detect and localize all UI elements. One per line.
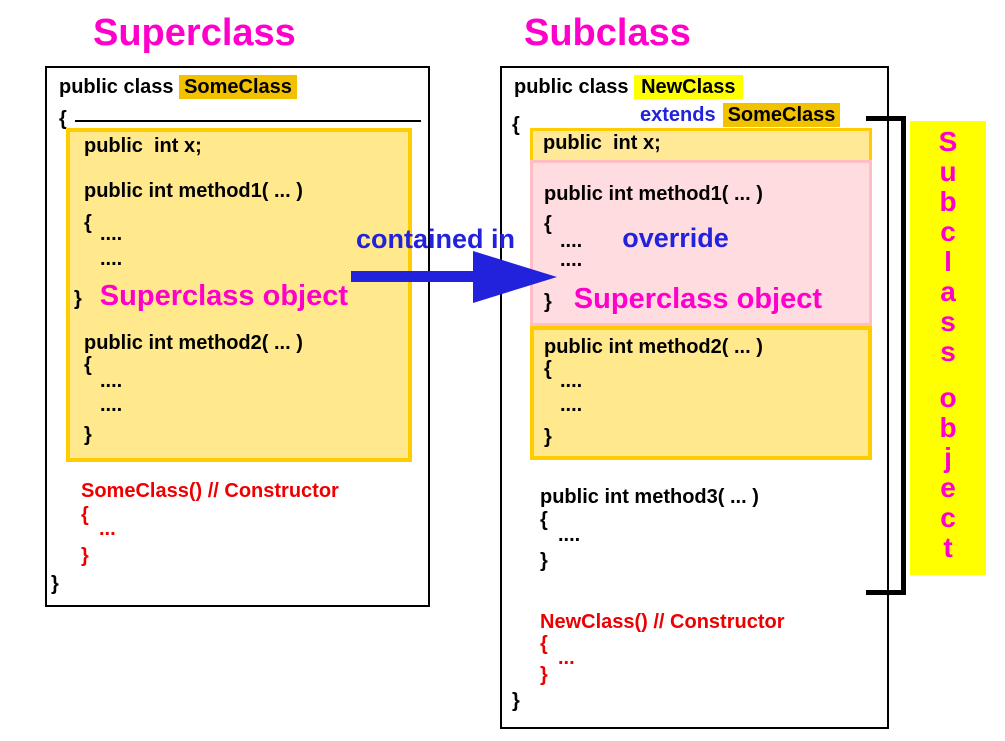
arrow-right-icon <box>473 251 557 303</box>
constructor-open-brace: { <box>81 504 89 526</box>
banner-letter: b <box>939 186 957 217</box>
newclass-name-highlight: NewClass <box>634 75 743 99</box>
inherited-field-strip: public int x; <box>530 128 872 160</box>
extends-keyword: extends <box>640 104 716 126</box>
subclass-open-brace: { <box>512 114 520 136</box>
banner-letter: s <box>940 306 956 337</box>
contained-in-label: contained in <box>356 224 516 254</box>
method1-body-dots: .... <box>560 249 583 271</box>
banner-letter: s <box>940 336 956 367</box>
banner-letter: e <box>940 472 956 503</box>
method2-signature: public int method2( ... ) <box>544 336 763 358</box>
arrow-shaft <box>351 271 475 282</box>
method1-signature: public int method1( ... ) <box>84 180 303 202</box>
extends-someclass-highlight: SomeClass <box>722 103 841 127</box>
banner-letter: S <box>938 126 958 157</box>
method2-open-brace: { <box>544 358 552 380</box>
class-keyword: public class <box>59 76 180 98</box>
subclass-object-banner: S u b c l a s s o b j e c t <box>910 121 986 575</box>
method2-signature: public int method2( ... ) <box>84 332 303 354</box>
subclass-constructor-signature: NewClass() // Constructor <box>540 611 785 633</box>
bracket-bottom-segment <box>866 590 906 595</box>
superclass-constructor-signature: SomeClass() // Constructor <box>81 480 339 502</box>
superclass-title: Superclass <box>93 12 296 54</box>
banner-letter: c <box>940 502 956 533</box>
superclass-panel: public class SomeClass { public int x; p… <box>45 66 430 607</box>
superclass-open-brace: { <box>59 108 67 130</box>
constructor-open-brace: { <box>540 633 548 655</box>
banner-letter: a <box>940 276 956 307</box>
method1-open-brace: { <box>544 213 552 235</box>
bracket-top-segment <box>866 116 906 121</box>
separator-line <box>75 120 421 122</box>
banner-letter: l <box>944 246 952 277</box>
superclass-close-brace: } <box>51 573 59 595</box>
banner-letter: t <box>943 532 953 563</box>
subclass-close-brace: } <box>512 690 520 712</box>
constructor-close-brace: } <box>81 545 89 567</box>
method1-close-brace: } <box>74 288 82 310</box>
method2-open-brace: { <box>84 354 92 376</box>
superclass-class-declaration: public class SomeClass <box>59 75 297 99</box>
superclass-object-label: Superclass object <box>99 280 349 312</box>
field-x-line: public int x; <box>84 135 202 157</box>
subclass-panel: public class NewClass extends SomeClass {… <box>500 66 889 729</box>
method1-close-row: } Superclass object <box>74 280 348 313</box>
inherited-method2-box: public int method2( ... ) { .... .... } <box>530 326 872 460</box>
method1-close-row: }Superclass object <box>544 283 822 316</box>
bracket-vertical-segment <box>901 116 906 595</box>
method2-close-brace: } <box>84 424 92 446</box>
field-x-line: public int x; <box>543 132 661 154</box>
banner-letter: u <box>939 156 957 187</box>
extends-declaration: extends SomeClass <box>640 103 841 127</box>
method2-body-dots: .... <box>100 370 123 392</box>
override-label: override <box>622 223 729 253</box>
method2-body-dots: .... <box>560 394 583 416</box>
constructor-close-brace: } <box>540 664 548 686</box>
method1-body-dots: .... <box>100 248 123 270</box>
method1-signature: public int method1( ... ) <box>544 183 763 205</box>
banner-letter: o <box>939 382 957 413</box>
method3-close-brace: } <box>540 550 548 572</box>
constructor-body-dots: ... <box>99 518 116 540</box>
subclass-class-declaration: public class NewClass <box>514 75 743 99</box>
override-method1-box: public int method1( ... ) { .... override… <box>530 160 872 326</box>
override-row: .... override <box>560 223 729 254</box>
method2-body-dots: .... <box>100 394 123 416</box>
method3-body-dots: .... <box>558 524 581 546</box>
method1-body-dots: .... <box>100 223 123 245</box>
someclass-name-highlight: SomeClass <box>179 75 297 99</box>
banner-letter: b <box>939 412 957 443</box>
method1-body-dots: .... <box>560 230 583 252</box>
subclass-title: Subclass <box>524 12 691 54</box>
method2-body-dots: .... <box>560 370 583 392</box>
superclass-members-box: public int x; public int method1( ... ) … <box>66 128 412 462</box>
class-keyword: public class <box>514 76 635 98</box>
banner-word-gap <box>910 367 986 383</box>
method3-signature: public int method3( ... ) <box>540 486 759 508</box>
method2-close-brace: } <box>544 426 552 448</box>
method3-open-brace: { <box>540 509 548 531</box>
banner-letter: j <box>944 442 952 473</box>
constructor-body-dots: ... <box>558 647 575 669</box>
superclass-object-label: Superclass object <box>573 283 823 315</box>
banner-letter: c <box>940 216 956 247</box>
method1-open-brace: { <box>84 212 92 234</box>
